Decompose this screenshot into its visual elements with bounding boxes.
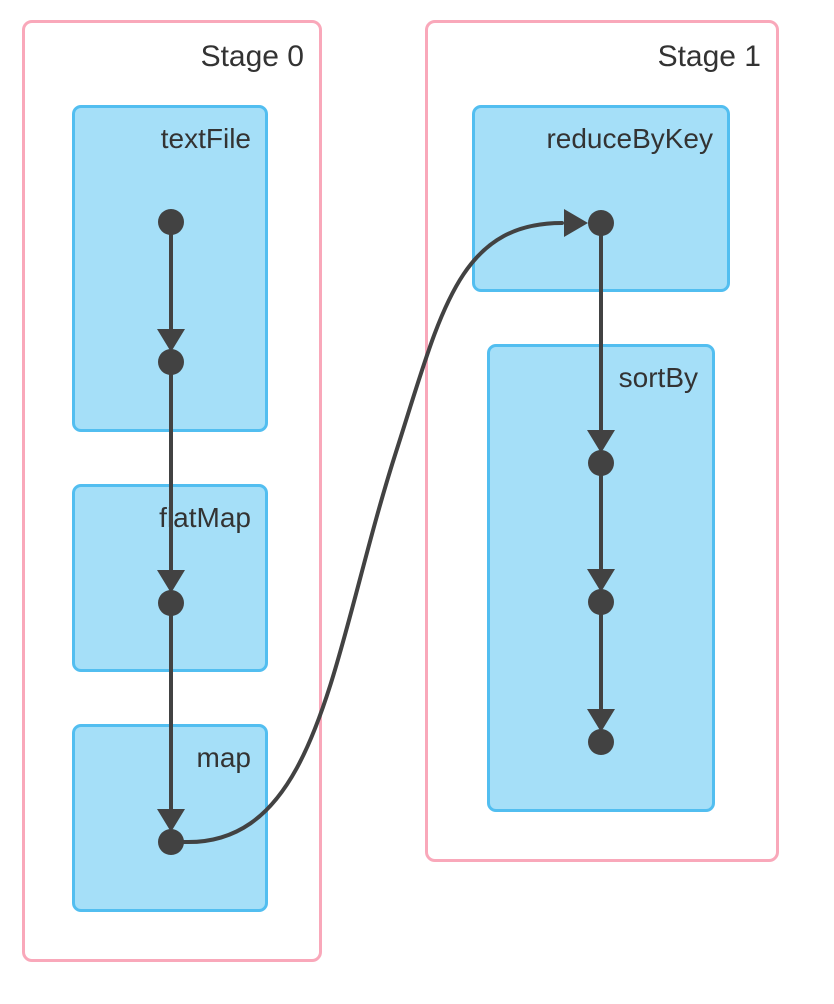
node-reducebykey-label: reduceByKey xyxy=(546,123,713,154)
node-flatmap[interactable]: flatMap xyxy=(72,484,268,672)
stage-1-box[interactable]: Stage 1 reduceByKey sortBy xyxy=(425,20,779,862)
stage-0-box[interactable]: Stage 0 textFile flatMap map xyxy=(22,20,322,962)
node-map[interactable]: map xyxy=(72,724,268,912)
node-textfile-label: textFile xyxy=(160,123,251,154)
stage-0-label: Stage 0 xyxy=(200,40,304,73)
node-sortby-label: sortBy xyxy=(618,362,698,393)
node-reducebykey[interactable]: reduceByKey xyxy=(472,105,730,292)
node-textfile[interactable]: textFile xyxy=(72,105,268,432)
node-sortby[interactable]: sortBy xyxy=(487,344,715,812)
stage-1-label: Stage 1 xyxy=(657,40,761,73)
node-flatmap-label: flatMap xyxy=(159,502,251,533)
node-map-label: map xyxy=(196,742,251,773)
